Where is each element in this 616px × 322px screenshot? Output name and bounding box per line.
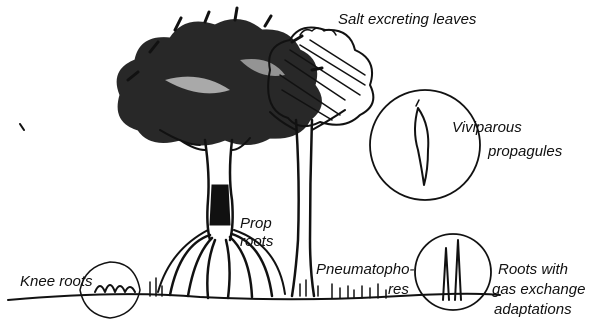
label-gas-exchange-line2: gas exchange [492, 281, 585, 298]
label-prop-roots-line1: Prop [240, 215, 272, 232]
knee-roots [80, 262, 140, 318]
label-pneumatophores-line1: Pneumatopho- [316, 261, 414, 278]
label-knee-roots: Knee roots [20, 273, 93, 290]
label-viviparous-line1: Viviparous [452, 119, 522, 136]
label-viviparous-line2: propagules [487, 143, 563, 160]
label-gas-exchange-line3: adaptations [494, 301, 572, 318]
label-prop-roots-line2: roots [240, 233, 274, 250]
label-pneumatophores-line2: res [388, 281, 409, 298]
viviparous-propagules-inset [370, 90, 480, 200]
gas-exchange-roots-inset [415, 234, 491, 310]
label-salt-excreting-leaves: Salt excreting leaves [338, 11, 477, 28]
left-tree-trunk [160, 130, 250, 240]
label-gas-exchange-line1: Roots with [498, 261, 568, 278]
left-tree-canopy [117, 8, 322, 145]
